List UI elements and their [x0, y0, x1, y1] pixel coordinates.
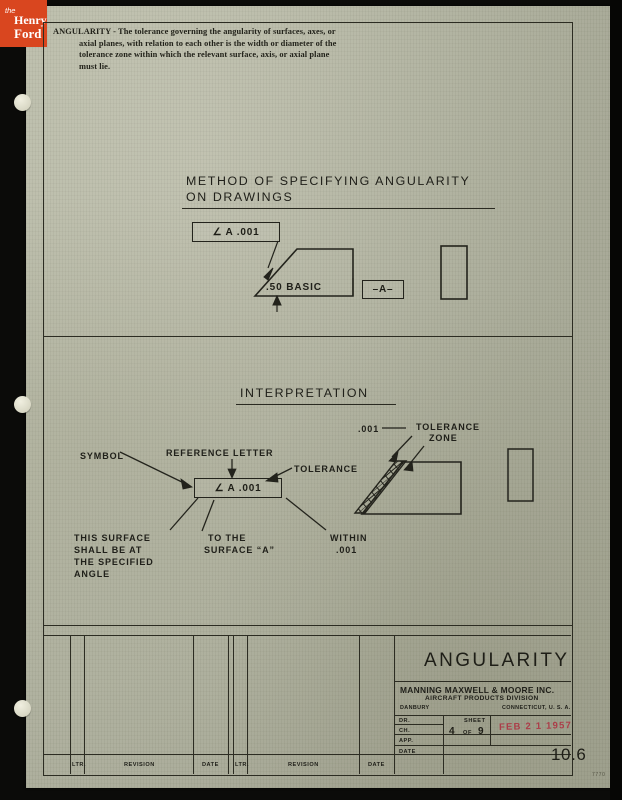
- titleblock-vline-sheet: [490, 715, 492, 745]
- titleblock-vline-8: [394, 635, 396, 774]
- revision-col-ltr-right: LTR.: [235, 762, 250, 768]
- sheet-of-label: OF: [463, 730, 472, 736]
- section-divider-2: [44, 625, 572, 626]
- titleblock-vline-7: [359, 635, 361, 774]
- drawing-title: ANGULARITY: [424, 650, 570, 671]
- punch-hole: [14, 94, 31, 111]
- company-city: DANBURY: [400, 705, 430, 711]
- label-symbol: SYMBOL: [80, 451, 124, 461]
- logo-line-ford: Ford: [14, 26, 42, 41]
- titleblock-hline-company: [394, 715, 571, 717]
- company-state: CONNECTICUT, U. S. A.: [502, 705, 571, 711]
- henry-ford-logo: the Henry Ford: [0, 0, 47, 47]
- label-this-surface-line-2: SHALL BE AT: [74, 545, 143, 555]
- interpretation-heading-underline: [236, 404, 396, 405]
- titleblock-vline-6: [247, 635, 249, 774]
- definition-line-4: must lie.: [79, 61, 111, 71]
- titleblock-vline-dr: [443, 715, 445, 774]
- punch-hole: [14, 396, 31, 413]
- titleblock-hline-date: [394, 724, 444, 726]
- punch-hole: [14, 700, 31, 717]
- logo-line-the: the: [5, 6, 16, 15]
- field-ch: CH.: [399, 728, 411, 734]
- company-division: AIRCRAFT PRODUCTS DIVISION: [425, 695, 539, 702]
- logo-line-henry: Henry: [14, 13, 47, 27]
- definition-line-1: ANGULARITY - The tolerance governing the…: [53, 27, 336, 36]
- revision-col-date-left: DATE: [202, 762, 219, 768]
- field-app: APP.: [399, 738, 414, 744]
- label-this-surface-line-3: THE SPECIFIED: [74, 557, 154, 567]
- titleblock-vline-5: [233, 635, 235, 774]
- titleblock-hline-title: [394, 681, 571, 683]
- definition-paragraph: ANGULARITY - The tolerance governing the…: [53, 26, 513, 72]
- titleblock-vline-1: [70, 635, 72, 774]
- titleblock-hline-sheet: [394, 734, 571, 736]
- paper-sheet: [26, 6, 612, 788]
- sheet-number: 4: [449, 726, 456, 737]
- date-stamp: FEB 2 1 1957: [498, 720, 573, 733]
- label-this-surface-line-1: THIS SURFACE: [74, 533, 151, 543]
- label-to-the-surface-line-1: TO THE: [208, 533, 247, 543]
- section-divider-1: [44, 336, 572, 337]
- titleblock-hline-top: [43, 635, 571, 637]
- label-tolerance-zone-line-1: TOLERANCE: [416, 422, 480, 432]
- label-within-line-2: .001: [336, 545, 358, 555]
- interpretation-heading: INTERPRETATION: [240, 386, 369, 400]
- label-tolerance-zone-line-2: ZONE: [429, 433, 458, 443]
- method-heading-line-1: METHOD OF SPECIFYING ANGULARITY: [186, 174, 471, 188]
- field-date: DATE: [399, 749, 416, 755]
- label-tolerance: TOLERANCE: [294, 464, 358, 474]
- method-datum-frame: –A–: [362, 280, 404, 299]
- titleblock-hline-revision: [43, 754, 571, 756]
- page-right-edge: [610, 0, 622, 800]
- label-tolerance-value: .001: [358, 424, 380, 434]
- label-within-line-1: WITHIN: [330, 533, 368, 543]
- label-reference-letter: REFERENCE LETTER: [166, 448, 274, 458]
- page-number: 10.6: [551, 745, 587, 764]
- form-number: 7770: [592, 772, 606, 778]
- method-heading-underline: [182, 208, 495, 209]
- label-this-surface-line-4: ANGLE: [74, 569, 110, 579]
- revision-col-revision-right: REVISION: [288, 762, 319, 768]
- company-name: MANNING MAXWELL & MOORE INC.: [400, 685, 555, 695]
- method-heading-line-2: ON DRAWINGS: [186, 190, 294, 204]
- method-feature-control-frame: ∠ A .001: [192, 222, 280, 242]
- drawing-border: [43, 22, 573, 776]
- revision-col-ltr-left: LTR.: [72, 762, 87, 768]
- definition-line-2: axial planes, with relation to each othe…: [79, 38, 337, 48]
- method-basic-angle-label: .50 BASIC: [266, 282, 322, 293]
- field-dr: DR.: [399, 718, 411, 724]
- sheet-label: SHEET: [464, 718, 486, 724]
- titleblock-vline-3: [193, 635, 195, 774]
- titleblock-vline-4: [228, 635, 230, 774]
- titleblock-hline-app: [394, 745, 571, 747]
- revision-col-revision-left: REVISION: [124, 762, 155, 768]
- definition-line-3: tolerance zone within which the relevant…: [79, 50, 330, 60]
- revision-col-date-right: DATE: [368, 762, 385, 768]
- sheet-total: 9: [478, 726, 485, 737]
- titleblock-vline-2: [84, 635, 86, 774]
- interpretation-feature-control-frame: ∠ A .001: [194, 478, 282, 498]
- label-to-the-surface-line-2: SURFACE “A”: [204, 545, 275, 555]
